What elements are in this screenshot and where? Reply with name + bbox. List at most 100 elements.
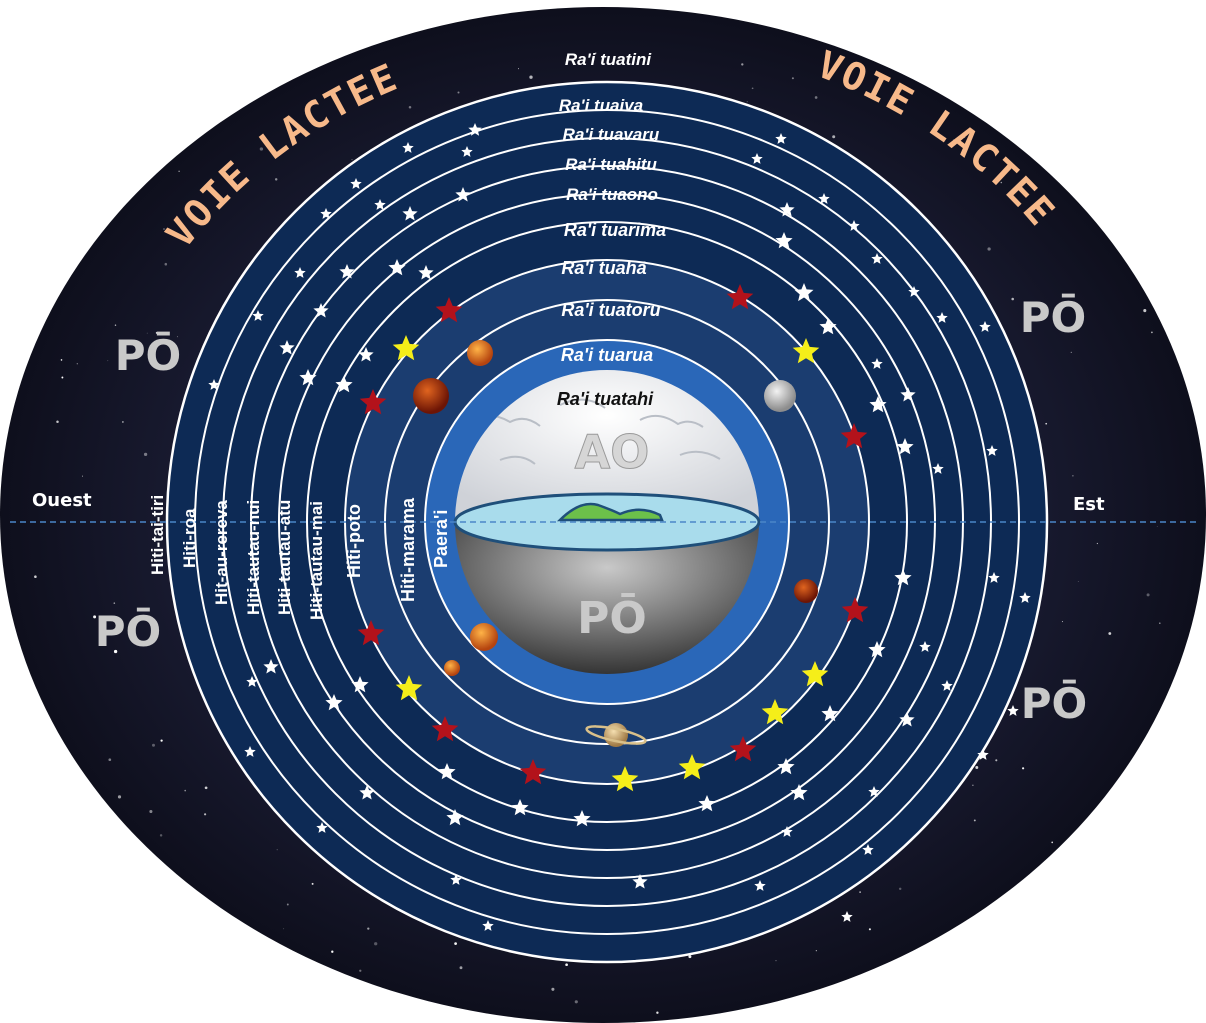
background-star bbox=[286, 903, 289, 906]
white-star-icon bbox=[350, 178, 362, 189]
background-star bbox=[1070, 351, 1072, 354]
background-star bbox=[688, 955, 692, 959]
heaven-label-10: Ra'i tuatini bbox=[565, 50, 652, 69]
background-star bbox=[574, 1000, 578, 1004]
white-star-icon bbox=[438, 763, 456, 780]
white-star-icon bbox=[869, 396, 887, 413]
background-star bbox=[898, 887, 902, 891]
background-star bbox=[408, 105, 412, 109]
background-star bbox=[1159, 622, 1161, 624]
white-star-icon bbox=[790, 784, 808, 801]
hiti-labels: Hiti-tai-tiri Hiti-roa Hit-au-rereva Hit… bbox=[148, 495, 451, 620]
ring-stars bbox=[208, 123, 1031, 931]
background-star bbox=[1150, 331, 1153, 334]
background-star bbox=[1072, 474, 1074, 477]
white-star-icon bbox=[988, 572, 1000, 583]
yellow-star-icon bbox=[801, 661, 829, 687]
white-star-icon bbox=[208, 379, 220, 390]
background-star bbox=[832, 135, 836, 139]
background-star bbox=[204, 786, 208, 790]
hiti-label-8: Hiti-marama bbox=[398, 497, 418, 602]
background-star bbox=[149, 809, 153, 814]
white-star-icon bbox=[374, 199, 386, 210]
background-star bbox=[283, 928, 285, 930]
white-star-icon bbox=[320, 208, 332, 219]
background-star bbox=[351, 159, 353, 161]
background-star bbox=[814, 96, 818, 99]
white-star-icon bbox=[359, 785, 375, 800]
white-star-icon bbox=[1019, 592, 1031, 603]
yellow-star-icon bbox=[792, 338, 820, 364]
white-star-icon bbox=[818, 193, 830, 204]
heaven-label-5: Ra'i tuarima bbox=[564, 220, 666, 240]
white-star-icon bbox=[779, 202, 795, 217]
background-star bbox=[1077, 581, 1079, 582]
background-star bbox=[56, 420, 59, 423]
heaven-label-8: Ra'i tuavaru bbox=[563, 125, 660, 144]
background-star bbox=[113, 649, 118, 654]
hiti-label-1: Hiti-tai-tiri bbox=[148, 495, 167, 575]
background-star bbox=[1108, 632, 1112, 635]
white-star-icon bbox=[821, 705, 839, 722]
background-star bbox=[176, 336, 178, 338]
white-star-icon bbox=[446, 809, 464, 826]
white-star-icon bbox=[781, 826, 793, 837]
background-star bbox=[751, 87, 754, 90]
background-star bbox=[746, 101, 748, 103]
white-star-icon bbox=[871, 358, 883, 369]
background-star bbox=[868, 928, 871, 931]
heaven-label-6: Ra'i tuaono bbox=[566, 185, 658, 204]
background-star bbox=[160, 739, 163, 742]
white-star-icon bbox=[848, 220, 860, 231]
white-star-icon bbox=[388, 259, 406, 276]
white-star-icon bbox=[841, 911, 853, 922]
white-star-icon bbox=[335, 376, 353, 393]
background-star bbox=[276, 849, 278, 851]
background-star bbox=[551, 987, 555, 991]
background-star bbox=[1096, 542, 1099, 545]
white-star-icon bbox=[986, 445, 998, 456]
background-star bbox=[1000, 181, 1003, 184]
white-star-icon bbox=[482, 920, 494, 931]
background-star bbox=[155, 331, 158, 334]
red-star-icon bbox=[519, 759, 547, 785]
white-star-icon bbox=[894, 569, 912, 586]
white-star-icon bbox=[351, 676, 369, 693]
planet-orange-small-icon bbox=[470, 623, 498, 651]
white-star-icon bbox=[450, 874, 462, 885]
background-star bbox=[204, 813, 207, 816]
background-star bbox=[164, 262, 168, 266]
white-star-icon bbox=[900, 387, 916, 402]
background-star bbox=[93, 615, 97, 619]
white-star-icon bbox=[977, 749, 989, 760]
hiti-label-6: Hiti-tautau-mai bbox=[307, 501, 326, 620]
saturn-icon bbox=[585, 723, 647, 747]
heaven-label-2: Ra'i tuarua bbox=[561, 345, 653, 365]
planet-orange-icon bbox=[467, 340, 493, 366]
background-star bbox=[117, 795, 122, 799]
background-star bbox=[1051, 841, 1054, 844]
background-star bbox=[108, 758, 112, 762]
background-star bbox=[815, 950, 817, 952]
red-star-icon bbox=[729, 736, 757, 762]
background-star bbox=[359, 969, 362, 972]
background-star bbox=[1011, 297, 1014, 301]
hiti-label-9: Paera'i bbox=[431, 510, 451, 568]
background-star bbox=[143, 452, 148, 457]
white-star-icon bbox=[868, 786, 880, 797]
background-star bbox=[459, 966, 463, 970]
ao-label: AO bbox=[575, 425, 650, 479]
white-star-icon bbox=[698, 795, 716, 812]
planet-grey-icon bbox=[764, 380, 796, 412]
white-star-icon bbox=[313, 303, 329, 318]
background-star bbox=[152, 743, 155, 747]
white-star-icon bbox=[979, 321, 991, 332]
red-star-icon bbox=[357, 620, 385, 646]
background-star bbox=[952, 139, 954, 141]
background-star bbox=[81, 475, 84, 477]
white-star-icon bbox=[936, 312, 948, 323]
heaven-label-9: Ra'i tuaiva bbox=[559, 96, 643, 115]
white-star-icon bbox=[244, 746, 256, 757]
white-star-icon bbox=[941, 680, 953, 691]
